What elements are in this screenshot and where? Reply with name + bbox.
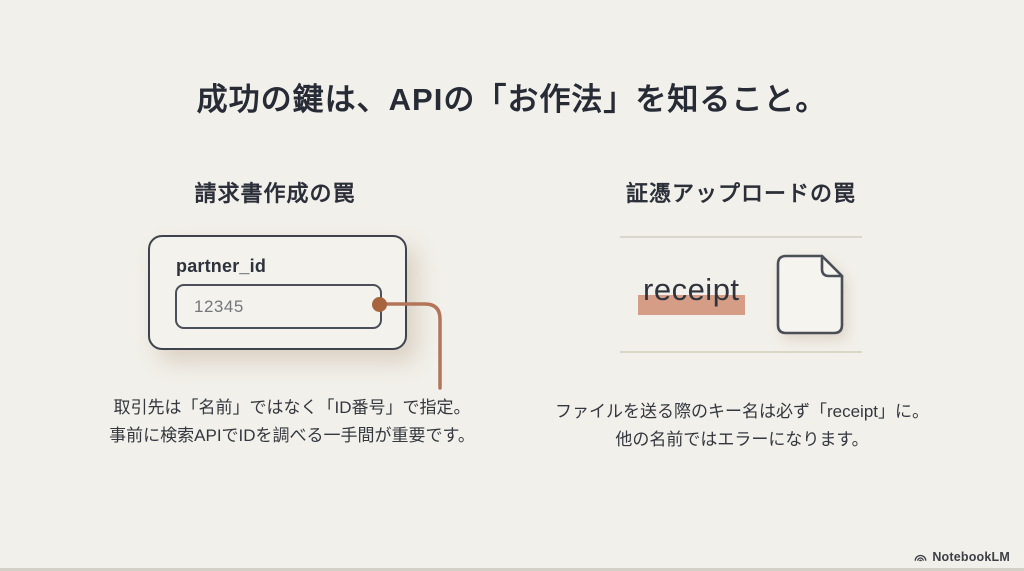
right-caption: ファイルを送る際のキー名は必ず「receipt」に。 他の名前ではエラーになりま…: [530, 398, 954, 454]
document-icon: [776, 254, 844, 335]
notebooklm-logo-icon: [914, 554, 927, 561]
left-caption: 取引先は「名前」ではなく「ID番号」で指定。 事前に検索APIでIDを調べる一手…: [82, 394, 502, 450]
notebooklm-logo: NotebookLM: [914, 550, 1010, 564]
field-label: partner_id: [176, 256, 267, 276]
receipt-highlight: [638, 295, 745, 315]
left-caption-line1: 取引先は「名前」ではなく「ID番号」で指定。: [113, 398, 471, 417]
brand-label: NotebookLM: [932, 550, 1010, 564]
right-caption-line2: 他の名前ではエラーになります。: [615, 430, 869, 449]
right-caption-line1: ファイルを送る際のキー名は必ず「receipt」に。: [554, 402, 930, 421]
receipt-keyword-group: receipt: [638, 272, 748, 318]
callout-dot: [372, 297, 387, 312]
partner-id-card: partner_id 12345: [148, 235, 407, 350]
callout-line: [378, 302, 442, 390]
slide-bottom-edge: [0, 568, 1024, 571]
divider-top: [620, 236, 862, 238]
left-column-heading: 請求書作成の罠: [194, 181, 356, 206]
divider-bottom: [620, 351, 862, 353]
page-title: 成功の鍵は、APIの「お作法」を知ること。: [196, 82, 828, 117]
partner-id-input: 12345: [175, 284, 382, 329]
receipt-keyword: receipt: [643, 272, 740, 307]
field-value: 12345: [194, 296, 244, 316]
right-column-heading: 証憑アップロードの罠: [625, 181, 856, 206]
left-caption-line2: 事前に検索APIでIDを調べる一手間が重要です。: [109, 426, 475, 445]
